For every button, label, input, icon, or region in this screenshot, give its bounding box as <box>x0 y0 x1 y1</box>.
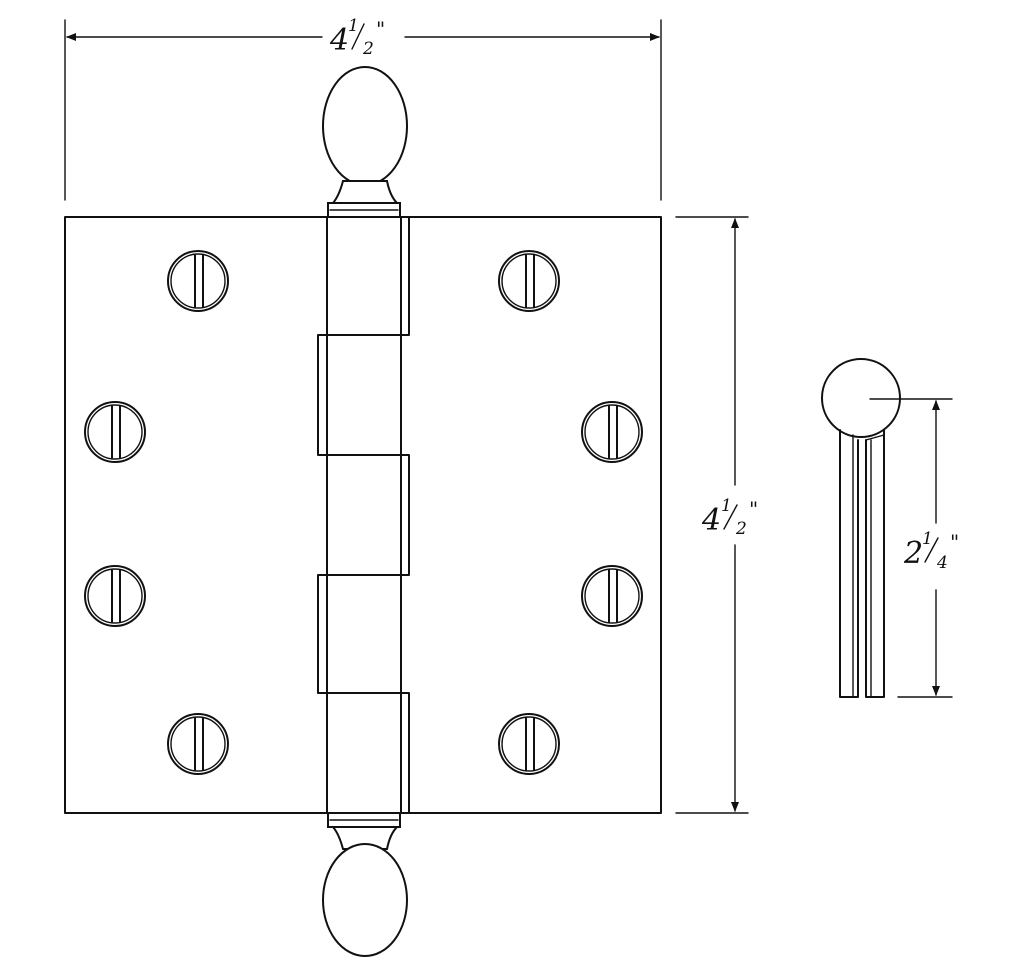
side-height-unit: " <box>950 530 959 554</box>
width-unit: " <box>376 17 385 41</box>
side-view-knuckle <box>821 358 901 438</box>
screw-lower-right <box>581 565 643 627</box>
height-denominator: 2 <box>735 519 747 539</box>
height-dimension: 4 1 2 " <box>675 216 758 814</box>
height-unit: " <box>749 497 758 521</box>
left-knuckle-edges <box>317 334 328 694</box>
screw-upper-left <box>84 401 146 463</box>
hinge-side-view <box>821 358 901 698</box>
top-finial <box>322 66 408 218</box>
screw-upper-right <box>581 401 643 463</box>
screw-lower-left <box>84 565 146 627</box>
side-view-left-leaf <box>839 429 859 698</box>
knuckle-pin-area <box>326 216 402 814</box>
height-fraction-bar <box>723 504 738 530</box>
side-height-dimension: 2 1 4 " <box>869 398 959 698</box>
screw-top-right <box>498 250 560 312</box>
width-denominator: 2 <box>362 39 374 59</box>
bottom-finial <box>322 812 408 957</box>
height-whole: 4 <box>701 503 721 538</box>
side-view-right-leaf <box>865 429 885 698</box>
height-numerator: 1 <box>721 496 732 516</box>
side-height-numerator: 1 <box>922 529 933 549</box>
screw-bottom-left <box>167 713 229 775</box>
side-height-whole: 2 <box>903 536 923 571</box>
knuckle-separators <box>326 334 402 694</box>
hinge-front-view <box>64 66 662 957</box>
side-view-bevel <box>865 434 885 441</box>
side-height-denominator: 4 <box>936 553 948 573</box>
screw-top-left <box>167 250 229 312</box>
side-height-fraction-bar <box>924 537 939 563</box>
screw-bottom-right <box>498 713 560 775</box>
width-dimension: 4 1 2 " <box>64 16 662 201</box>
width-whole: 4 <box>329 23 349 58</box>
width-fraction-bar <box>351 23 365 50</box>
side-view-leaf-inner-lines <box>852 434 872 698</box>
right-knuckle-edges <box>400 216 410 814</box>
width-numerator: 1 <box>348 16 359 36</box>
